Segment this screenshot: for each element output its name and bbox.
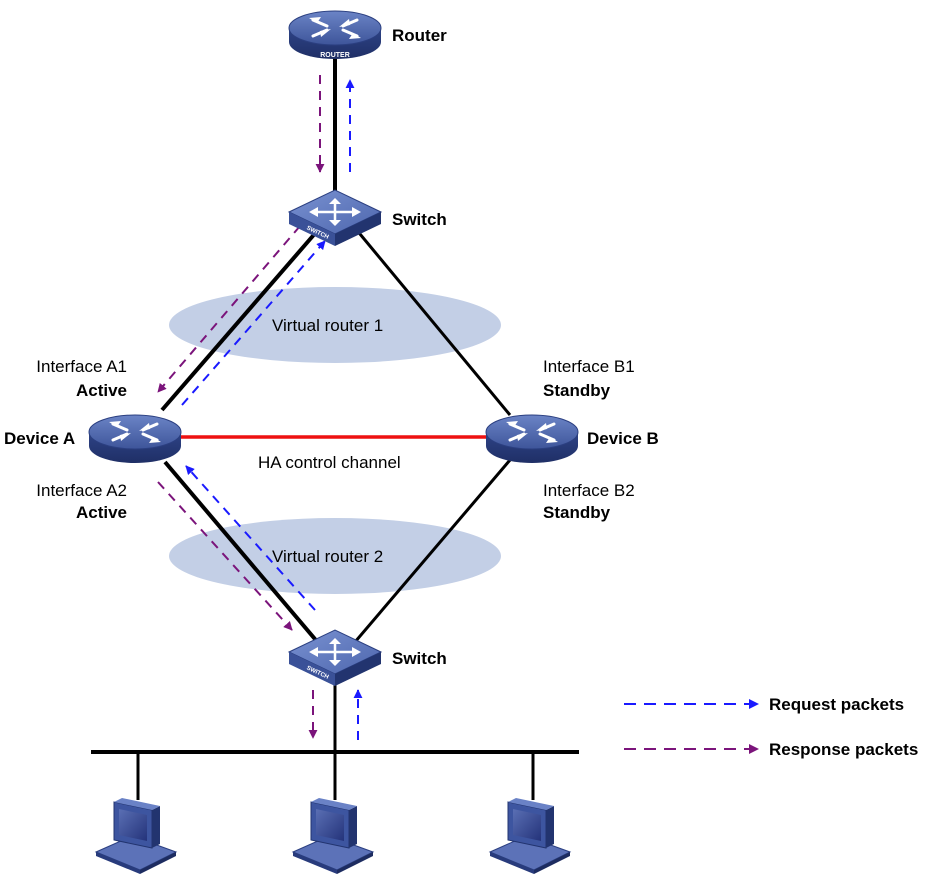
switch-top-label: Switch [392,210,447,229]
request-arrow-device-a-to-switch [181,240,326,406]
device-b-router-icon[interactable] [484,413,580,465]
device-a-label: Device A [4,429,75,448]
interface-a1-label: Interface A1 [36,357,127,376]
response-arrow-switch-to-device-a [157,225,301,393]
pc-icon[interactable] [95,797,177,875]
pc-icon[interactable] [489,797,571,875]
interface-b2-label: Interface B2 [543,481,635,500]
router-badge: ROUTER [320,52,350,59]
legend: Request packets Response packets [624,695,918,759]
switch-bottom-icon[interactable]: SWITCH [287,628,383,688]
switch-top-icon[interactable]: SWITCH [287,188,383,248]
legend-request-label: Request packets [769,695,904,714]
pc-icon[interactable] [292,797,374,875]
virtual-router-2-label: Virtual router 2 [272,547,383,566]
device-b-label: Device B [587,429,659,448]
request-arrow-switch-to-device-a [185,465,316,611]
interface-b2-state: Standby [543,503,611,522]
interface-a1-state: Active [76,381,127,400]
device-a-router-icon[interactable] [87,413,183,465]
router-label: Router [392,26,447,45]
interface-a2-state: Active [76,503,127,522]
interface-a2-label: Interface A2 [36,481,127,500]
link-device-b-switch-bottom [353,459,512,643]
ha-control-channel-label: HA control channel [258,453,401,472]
virtual-router-2-area [169,518,501,594]
legend-response-label: Response packets [769,740,918,759]
link-switch-device-b [353,227,512,416]
response-arrow-device-a-to-switch [157,481,293,631]
virtual-router-1-label: Virtual router 1 [272,316,383,335]
interface-b1-state: Standby [543,381,611,400]
router-icon[interactable]: ROUTER [287,9,383,61]
switch-bottom-label: Switch [392,649,447,668]
interface-b1-label: Interface B1 [543,357,635,376]
link-switch-device-a [160,228,320,412]
link-device-a-switch-bottom [163,460,322,647]
